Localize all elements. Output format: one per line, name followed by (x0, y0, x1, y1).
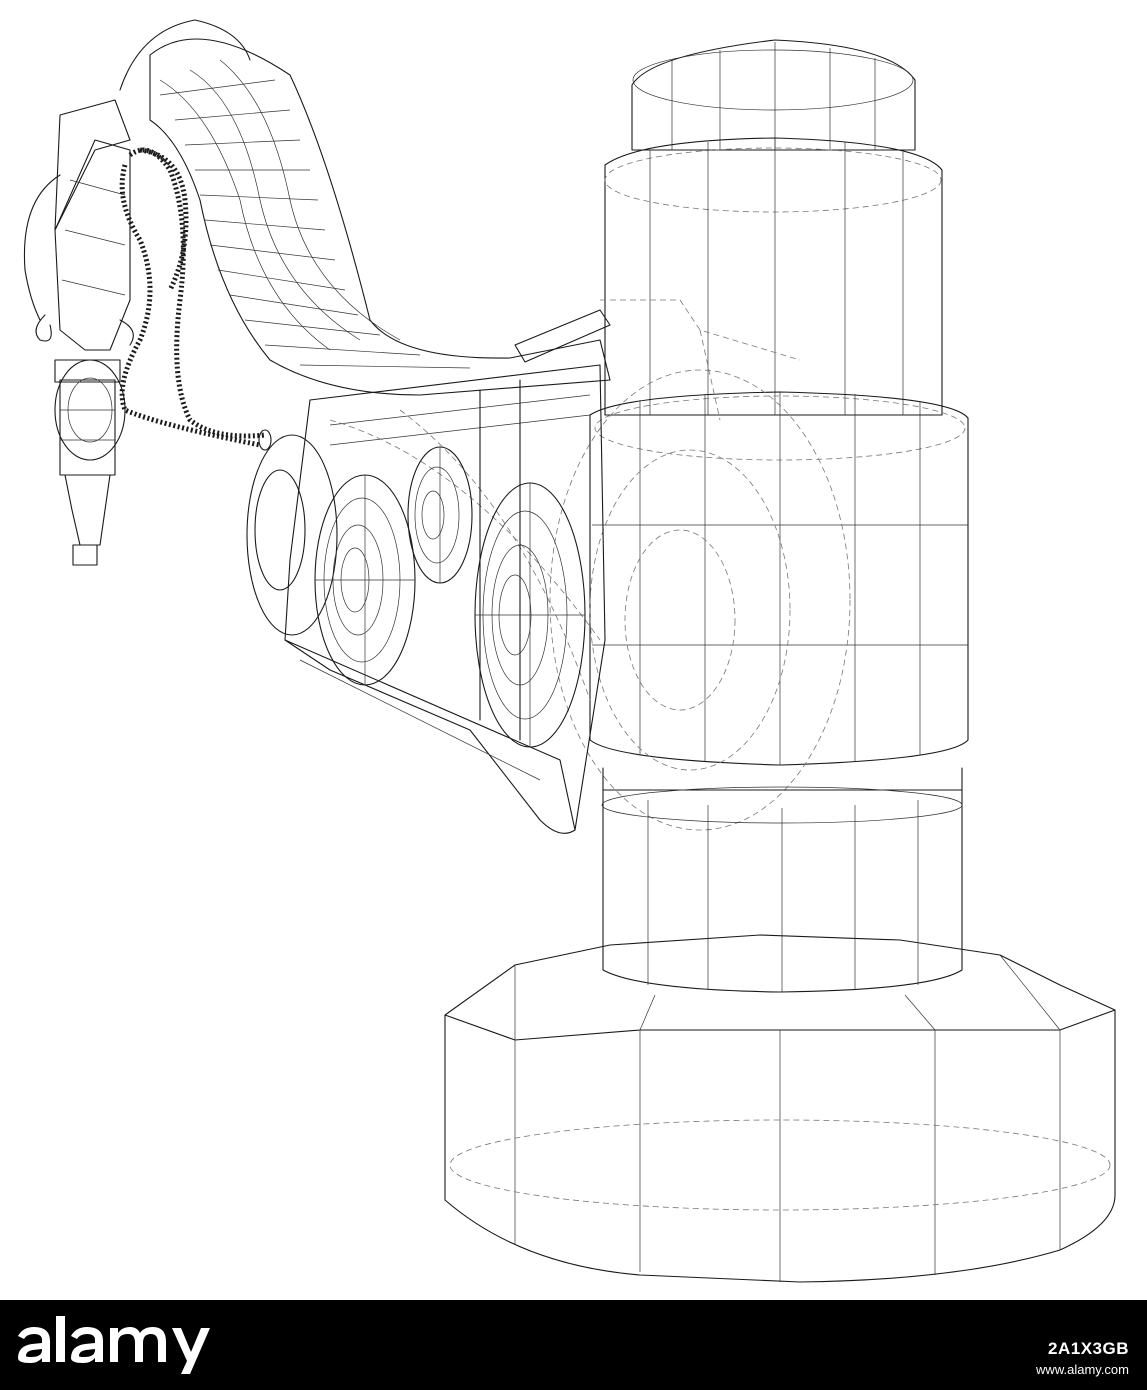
upper-arm (119, 19, 801, 421)
wrist-tool (23, 99, 134, 566)
alamy-logo (18, 1316, 210, 1374)
image-id-text: 2A1X3GB (1048, 1339, 1129, 1358)
cables (119, 147, 272, 451)
watermark-footer (0, 1300, 1147, 1390)
arm-gears (246, 434, 586, 748)
base-pedestal (444, 934, 1116, 1283)
arm-body (284, 364, 606, 834)
watermark-url-text: www.alamy.com (1036, 1362, 1129, 1377)
robot-arm-wireframe-icon (23, 19, 1116, 1283)
main-column (549, 39, 969, 993)
